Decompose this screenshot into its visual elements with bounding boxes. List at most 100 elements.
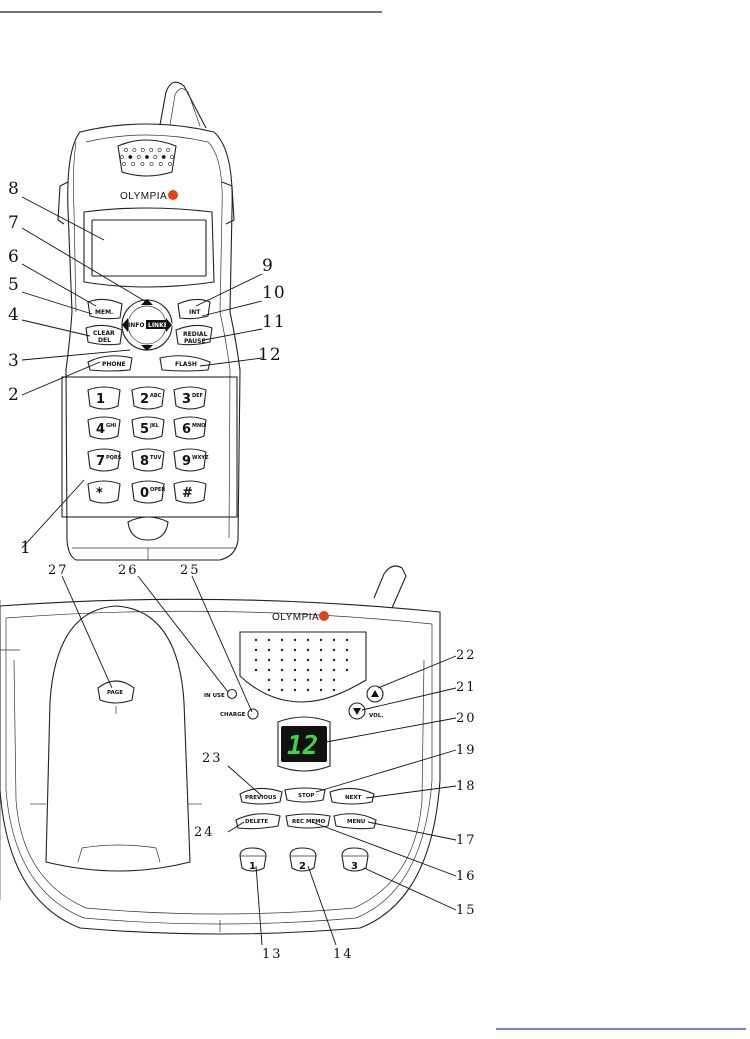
next-button[interactable]: NEXT	[330, 788, 374, 804]
memory-3-label: 3	[351, 861, 358, 872]
earpiece-hole	[150, 148, 153, 151]
handset-mic-button[interactable]	[128, 517, 168, 540]
menu-button[interactable]: MENU	[334, 814, 376, 829]
speaker-hole	[307, 689, 309, 691]
memory-1-button[interactable]: 1	[240, 848, 266, 872]
keypad-key-number: #	[182, 486, 193, 501]
previous-button[interactable]: PREVIOUS	[240, 788, 282, 804]
speaker-hole	[281, 689, 283, 691]
memory-1-label: 1	[249, 861, 256, 872]
speaker-hole	[320, 639, 322, 641]
base-body	[0, 599, 440, 934]
vol-label: VOL.	[369, 713, 383, 719]
keypad-key-letters: GHI	[106, 423, 116, 429]
base-antenna	[374, 566, 406, 608]
speaker-hole	[307, 649, 309, 651]
keypad-key-number: 2	[140, 392, 149, 407]
callout-2: 2	[8, 385, 20, 405]
handset-brand: OLYMPIA	[120, 191, 167, 202]
earpiece-hole	[170, 155, 173, 158]
memory-2-label: 2	[299, 861, 306, 872]
earpiece-hole	[124, 148, 127, 151]
speaker-hole	[320, 689, 322, 691]
flash-button-label: FLASH	[175, 361, 197, 368]
handset-cradle	[46, 606, 190, 871]
callout-7: 7	[8, 213, 20, 233]
vol-up-arrow-icon	[371, 690, 379, 697]
keypad-key-number: 1	[96, 392, 105, 407]
int-button-label: INT	[189, 309, 201, 316]
keypad-key[interactable]: *	[88, 481, 120, 503]
base-station: PAGE IN USE CHARGE OLYMPIA VOL. 12	[0, 566, 440, 934]
vol-down-button[interactable]	[349, 703, 365, 719]
keypad-key-letters: PQRS	[106, 455, 122, 461]
speaker-hole	[281, 669, 283, 671]
callout-22: 22	[456, 648, 477, 663]
callout-19: 19	[456, 743, 477, 758]
keypad-key[interactable]: #	[174, 481, 206, 503]
memory-2-button[interactable]: 2	[290, 848, 316, 872]
speaker-hole	[268, 639, 270, 641]
speaker-hole	[346, 659, 348, 661]
callout-3: 3	[8, 351, 20, 371]
clear-del-button[interactable]: CLEAR DEL	[86, 325, 122, 344]
redial-pause-button[interactable]: REDIAL PAUSE	[176, 325, 212, 345]
speaker-hole	[333, 649, 335, 651]
keypad-key-number: 3	[182, 392, 191, 407]
speaker-hole	[320, 679, 322, 681]
keypad-key-number: 0	[140, 486, 149, 501]
callout-16: 16	[456, 869, 477, 884]
keypad-key-letters: WXYZ	[192, 455, 209, 461]
base-speaker-grille	[240, 632, 366, 702]
previous-button-label: PREVIOUS	[245, 795, 276, 801]
nav-cluster[interactable]: INFO LINKED	[122, 299, 173, 351]
callout-13: 13	[262, 947, 283, 962]
keypad-key-number: 4	[96, 422, 105, 437]
delete-button[interactable]: DELETE	[236, 814, 280, 829]
page-button[interactable]: PAGE	[98, 681, 134, 714]
int-button[interactable]: INT	[178, 299, 210, 318]
earpiece-hole	[168, 162, 171, 165]
speaker-hole	[333, 689, 335, 691]
keypad-key-number: *	[96, 486, 103, 501]
callout-20: 20	[456, 711, 477, 726]
vol-up-button[interactable]	[367, 686, 383, 702]
keypad-key[interactable]: 1	[88, 387, 120, 409]
speaker-hole	[346, 649, 348, 651]
phone-button[interactable]: PHONE	[88, 356, 132, 371]
keypad-key-shape	[88, 481, 120, 503]
stop-button[interactable]: STOP	[285, 788, 325, 802]
earpiece-hole	[120, 155, 123, 158]
earpiece-grille	[118, 140, 176, 176]
speaker-hole	[281, 659, 283, 661]
speaker-hole	[255, 669, 257, 671]
speaker-hole	[294, 689, 296, 691]
base-brand-logo-icon	[319, 611, 329, 621]
keypad-key-letters: TUV	[150, 455, 161, 461]
delete-button-label: DELETE	[245, 819, 268, 825]
speaker-hole	[268, 659, 270, 661]
keypad-key-letters: ABC	[150, 393, 162, 399]
keypad-key-letters: OPER	[150, 487, 165, 493]
clear-del-label-1: CLEAR	[93, 330, 115, 337]
rec-memo-button-label: REC MEMO	[292, 819, 326, 825]
callout-9: 9	[262, 256, 274, 276]
in-use-label: IN USE	[204, 693, 225, 699]
earpiece-hole	[159, 162, 162, 165]
mem-button[interactable]: MEM.	[88, 299, 122, 318]
callout-17: 17	[456, 833, 477, 848]
handset: OLYMPIA MEM. INT CLEAR DEL REDIAL PAUSE	[58, 82, 240, 560]
nav-info-label: INFO	[128, 322, 144, 329]
speaker-hole	[281, 679, 283, 681]
speaker-hole	[268, 649, 270, 651]
flash-button[interactable]: FLASH	[160, 356, 210, 371]
